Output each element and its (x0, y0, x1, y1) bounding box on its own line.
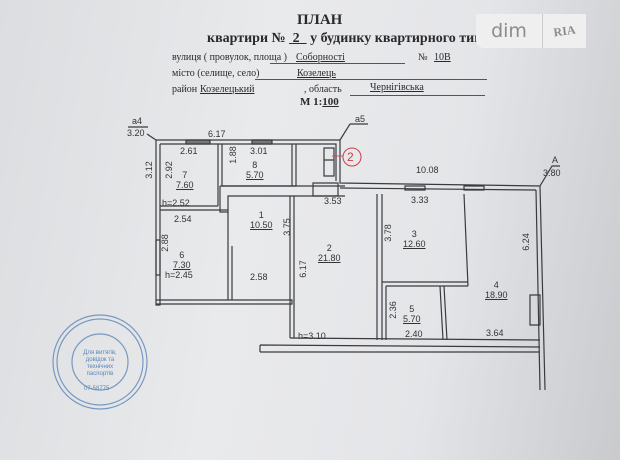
room-area: 12.60 (403, 239, 426, 249)
city-value: Козелець (297, 68, 336, 79)
dimension-d292: 2.92 (163, 161, 174, 179)
region-value: Чернігівська (370, 82, 424, 93)
room-number: 6 (179, 250, 185, 260)
scale: М 1:100 (300, 96, 339, 108)
city-label: місто (селище, село) (172, 68, 260, 79)
subtitle-prefix: квартири № (207, 31, 286, 46)
region-label: , область (304, 84, 342, 95)
plan-title: ПЛАН (297, 12, 343, 28)
room-number: 3 (411, 229, 417, 239)
scale-label: М 1: (300, 96, 323, 108)
outer-wall (156, 139, 546, 391)
stamp (52, 314, 148, 410)
marker-number: 2 (347, 150, 354, 164)
room-area: 5.70 (246, 170, 264, 180)
dimension-d617top: 6.17 (208, 129, 226, 139)
street-label: вулиця ( провулок, площа ) (172, 52, 288, 63)
district-value: Козелецький (200, 84, 255, 95)
dimension-d617: 6.17 (297, 260, 308, 278)
street-value: Соборності (296, 52, 345, 63)
dimria-watermark: dim RIA (476, 14, 586, 48)
dimension-d378: 3.78 (382, 224, 393, 242)
room-number: 4 (493, 280, 499, 290)
house-label: № (418, 52, 428, 63)
dimension-d353: 3.53 (324, 196, 342, 206)
dimension-d240: 2.40 (405, 329, 423, 339)
dimension-d1008: 10.08 (416, 165, 439, 175)
room-area: 5.70 (403, 314, 421, 324)
house-value: 10В (434, 52, 451, 63)
dimension-d254: 2.54 (174, 214, 192, 224)
room-area: 7.30 (173, 260, 191, 270)
room-number: 5 (409, 304, 415, 314)
room-area: 21.80 (318, 253, 341, 263)
dimension-d364: 3.64 (486, 328, 504, 338)
dimension-d261: 2.61 (180, 146, 198, 156)
dimension-h310: h=3.10 (298, 331, 326, 341)
room-number: 2 (326, 243, 332, 253)
dimension-d624: 6.24 (520, 233, 531, 251)
dimension-d236: 2.36 (387, 301, 398, 319)
room-area: 7.60 (176, 180, 194, 190)
dimension-h252: h=2.52 (162, 198, 190, 208)
dimension-d312: 3.12 (143, 161, 154, 179)
dimension-a5: а5 (355, 114, 366, 124)
room-number: 8 (252, 160, 258, 170)
dimension-d258: 2.58 (250, 272, 268, 282)
district-label: район (172, 84, 198, 95)
stamp-code: 07-58775 (84, 386, 110, 392)
dimension-h245: h=2.45 (165, 270, 193, 280)
dimension-d375: 3.75 (281, 218, 292, 236)
stamp-text: Для витягів, довідок та технічних паспор… (83, 350, 117, 377)
dimension-d301: 3.01 (250, 146, 268, 156)
dimension-A: А (552, 155, 559, 165)
room-number: 1 (258, 210, 264, 220)
room-area: 10.50 (250, 220, 273, 230)
dimension-d333: 3.33 (411, 195, 429, 205)
dimension-d188: 1.88 (227, 146, 238, 164)
marker-circle (342, 147, 362, 167)
scale-value: 100 (322, 96, 339, 108)
plan-subtitle: квартири № 2 у будинку квартирного типу (207, 31, 489, 47)
watermark-dim: dim (476, 14, 543, 48)
dimension-a4: а4 (132, 116, 143, 126)
apartment-number: 2 (292, 31, 300, 46)
dimension-d380: 3.80 (543, 168, 561, 178)
room-area: 18.90 (485, 290, 508, 300)
subtitle-suffix: у будинку квартирного типу (310, 31, 490, 46)
dimension-d288: 2.88 (159, 234, 170, 252)
room-number: 7 (182, 170, 188, 180)
dimension-d320: 3.20 (127, 128, 145, 138)
